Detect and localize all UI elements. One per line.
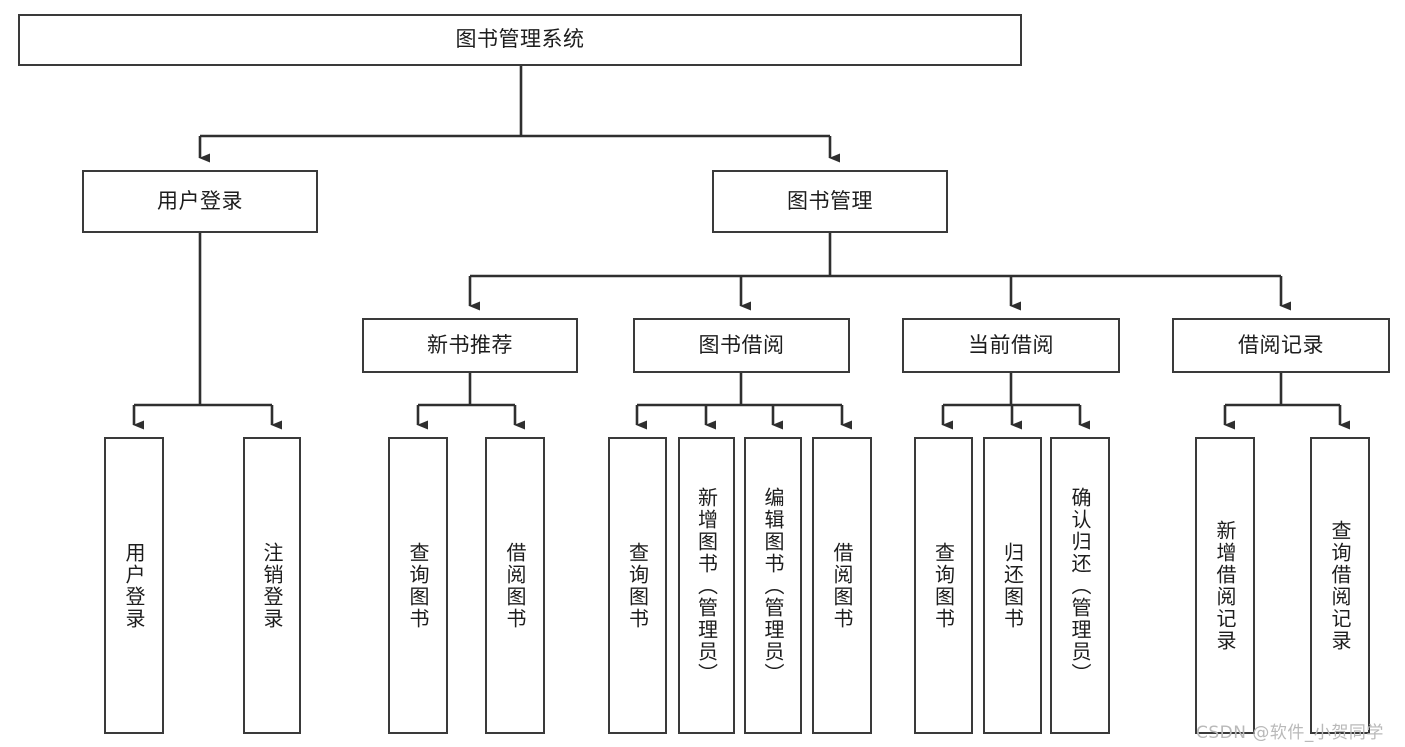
node-book-borrow[interactable]: 图书借阅 <box>633 318 850 373</box>
edges-userlogin-to-leaves <box>132 233 282 430</box>
node-leaf-confirm-return-admin[interactable]: 确认归还（管理员） <box>1050 437 1110 734</box>
node-root[interactable]: 图书管理系统 <box>18 14 1022 66</box>
node-label-leaf-borrow-book-rec: 借阅图书 <box>503 541 527 630</box>
node-label-leaf-add-borrow-record: 新增借阅记录 <box>1213 519 1237 652</box>
node-leaf-borrow-book[interactable]: 借阅图书 <box>812 437 872 734</box>
node-leaf-return-book[interactable]: 归还图书 <box>983 437 1042 734</box>
node-leaf-user-logout[interactable]: 注销登录 <box>243 437 301 734</box>
node-book-manage[interactable]: 图书管理 <box>712 170 948 233</box>
node-label-leaf-query-borrow-record: 查询借阅记录 <box>1328 519 1352 652</box>
node-label-leaf-user-login: 用户登录 <box>122 541 146 630</box>
edges-bookborrow-to-leaves <box>635 373 852 430</box>
node-label-leaf-borrow-book: 借阅图书 <box>830 541 854 630</box>
edges-bookmanage-to-level3 <box>468 233 1291 311</box>
node-leaf-user-login[interactable]: 用户登录 <box>104 437 164 734</box>
node-new-book-rec[interactable]: 新书推荐 <box>362 318 578 373</box>
node-label-leaf-user-logout: 注销登录 <box>260 541 284 630</box>
node-leaf-query-book-borrow[interactable]: 查询图书 <box>608 437 667 734</box>
node-label-root: 图书管理系统 <box>455 27 585 52</box>
node-label-leaf-confirm-return-admin: 确认归还（管理员） <box>1068 486 1092 685</box>
node-label-leaf-query-book-borrow: 查询图书 <box>625 541 650 630</box>
node-label-book-manage: 图书管理 <box>787 188 873 213</box>
edges-root-to-level2 <box>198 66 840 163</box>
edges-borrowrecord-to-leaves <box>1223 373 1350 430</box>
node-leaf-query-borrow-record[interactable]: 查询借阅记录 <box>1310 437 1370 734</box>
node-label-leaf-edit-book-admin: 编辑图书（管理员） <box>761 486 785 685</box>
node-leaf-query-book-cur[interactable]: 查询图书 <box>914 437 973 734</box>
edges-newbookrec-to-leaves <box>416 373 525 430</box>
node-current-borrow[interactable]: 当前借阅 <box>902 318 1120 373</box>
node-label-user-login: 用户登录 <box>157 188 243 213</box>
node-leaf-borrow-book-rec[interactable]: 借阅图书 <box>485 437 545 734</box>
node-label-leaf-query-book-cur: 查询图书 <box>931 541 956 630</box>
node-leaf-add-borrow-record[interactable]: 新增借阅记录 <box>1195 437 1255 734</box>
edges-currentborrow-to-leaves <box>941 373 1090 430</box>
node-label-new-book-rec: 新书推荐 <box>427 332 513 357</box>
watermark-text: CSDN @软件_小贺同学 <box>1196 723 1384 743</box>
node-label-leaf-return-book: 归还图书 <box>1000 541 1025 630</box>
node-label-borrow-record: 借阅记录 <box>1238 332 1324 357</box>
node-leaf-edit-book-admin[interactable]: 编辑图书（管理员） <box>744 437 802 734</box>
node-label-book-borrow: 图书借阅 <box>698 332 785 357</box>
node-label-leaf-add-book-admin: 新增图书（管理员） <box>694 486 719 685</box>
node-label-leaf-query-book-rec: 查询图书 <box>406 541 430 630</box>
node-borrow-record[interactable]: 借阅记录 <box>1172 318 1390 373</box>
node-leaf-add-book-admin[interactable]: 新增图书（管理员） <box>678 437 735 734</box>
node-label-current-borrow: 当前借阅 <box>968 332 1054 357</box>
node-leaf-query-book-rec[interactable]: 查询图书 <box>388 437 448 734</box>
node-user-login[interactable]: 用户登录 <box>82 170 318 233</box>
